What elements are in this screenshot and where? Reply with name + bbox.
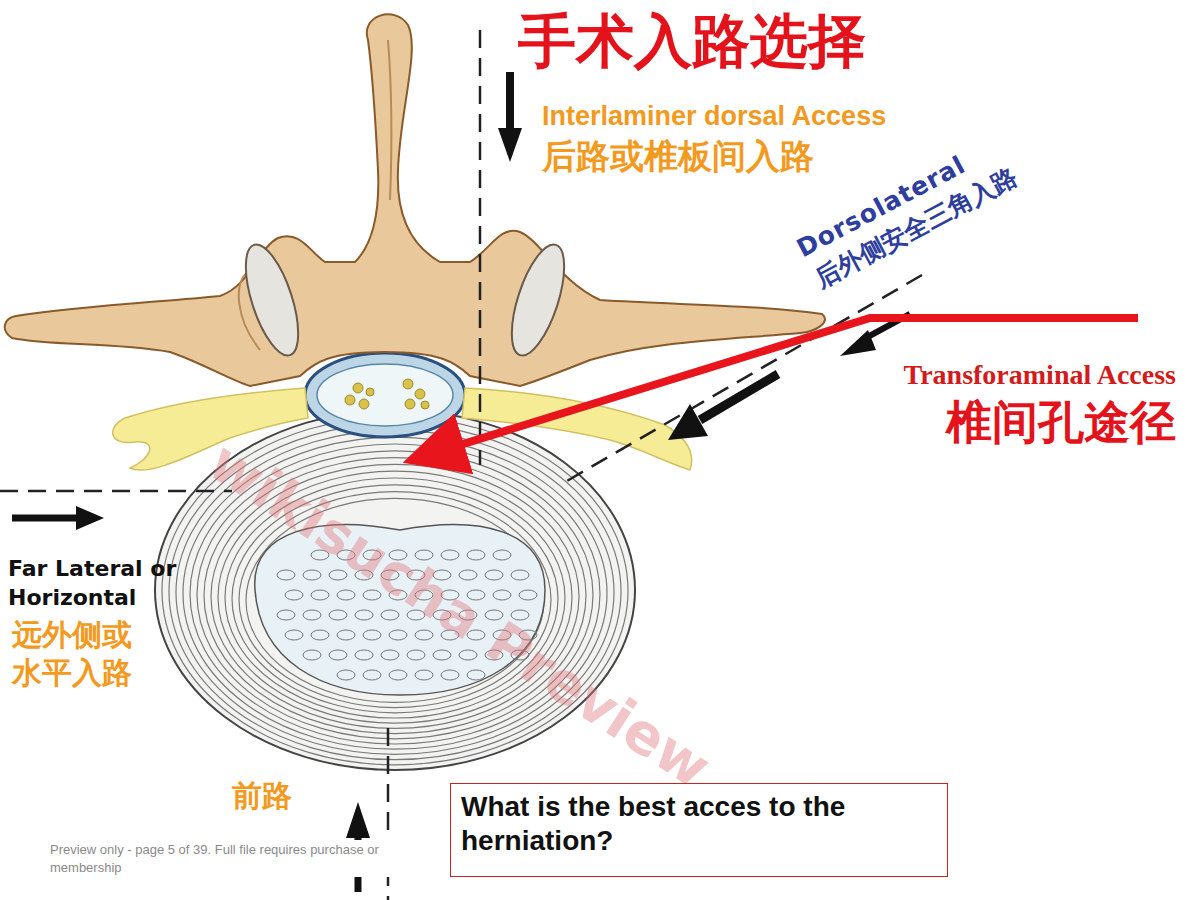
nucleus-texture [303,650,321,660]
nucleus-texture [363,630,381,640]
nucleus-texture [303,610,321,620]
bone-shading [388,40,391,200]
nucleus-texture [363,670,381,680]
nerve-root [113,388,308,470]
nucleus-texture [441,670,459,680]
nucleus-texture [485,570,503,580]
nucleus-texture [303,570,321,580]
dural-sac [305,353,465,437]
direction-arrow-head [346,802,370,838]
direction-arrow-head [76,506,104,530]
nucleus-texture [311,630,329,640]
nucleus-texture [329,650,347,660]
far-lateral-path [0,490,232,493]
nucleus-texture [493,590,511,600]
nucleus-texture [511,570,529,580]
nucleus-texture [329,610,347,620]
direction-arrow [12,515,78,522]
nerve-fibre [353,383,363,393]
spinal-cord [317,364,453,426]
nucleus-texture [441,550,459,560]
title: 手术入路选择 [518,8,866,75]
nucleus-texture [337,630,355,640]
nucleus-texture [407,650,425,660]
nucleus-texture [337,670,355,680]
direction-arrow-head [668,404,708,440]
nucleus-texture [389,630,407,640]
nerve-fibre [345,395,355,405]
nucleus-texture [467,550,485,560]
access-label: Interlaminer dorsal Access [542,100,886,132]
nucleus-texture [355,610,373,620]
nucleus-texture [433,650,451,660]
direction-arrow-head [840,330,876,356]
nerve-fibre [403,379,413,389]
nucleus-texture [285,590,303,600]
nucleus-texture [311,590,329,600]
access-label: Transforaminal Access [904,358,1176,392]
nerve-fibre [421,401,429,409]
nerve-fibre [359,399,369,409]
access-label: 椎间孔途径 [946,396,1176,449]
footer-note: Preview only - page 5 of 39. Full file r… [47,840,443,877]
nerve-fibre [415,389,425,399]
dorsolateral-path [560,275,922,485]
nucleus-texture [381,650,399,660]
nucleus-texture [285,630,303,640]
direction-arrow [506,72,514,130]
access-label: Far Lateral or Horizontal [8,555,223,612]
facet-joint [501,239,575,362]
nerve-fibre [405,399,415,409]
nucleus-texture [467,670,485,680]
cauda-equina [345,379,429,409]
facet-joint [235,239,309,362]
nerve-fibre [366,388,374,396]
direction-arrow [700,374,778,420]
nucleus-texture [381,610,399,620]
direction-arrow-head [498,128,522,162]
nucleus-texture [389,670,407,680]
nucleus-texture [337,590,355,600]
nucleus-texture [277,570,295,580]
nucleus-texture [519,590,537,600]
access-label: 远外侧或 水平入路 [12,616,141,691]
interlaminar-path [479,30,482,465]
access-label: 后路或椎板间入路 [542,136,814,177]
nucleus-texture [277,610,295,620]
access-label: 前路 [232,778,292,814]
question-box: What is the best acces to the herniation… [450,783,948,877]
question-text: What is the best acces to the herniation… [461,790,937,857]
nucleus-texture [493,550,511,560]
nucleus-texture [415,670,433,680]
nerve-root [462,388,692,470]
nucleus-texture [355,650,373,660]
